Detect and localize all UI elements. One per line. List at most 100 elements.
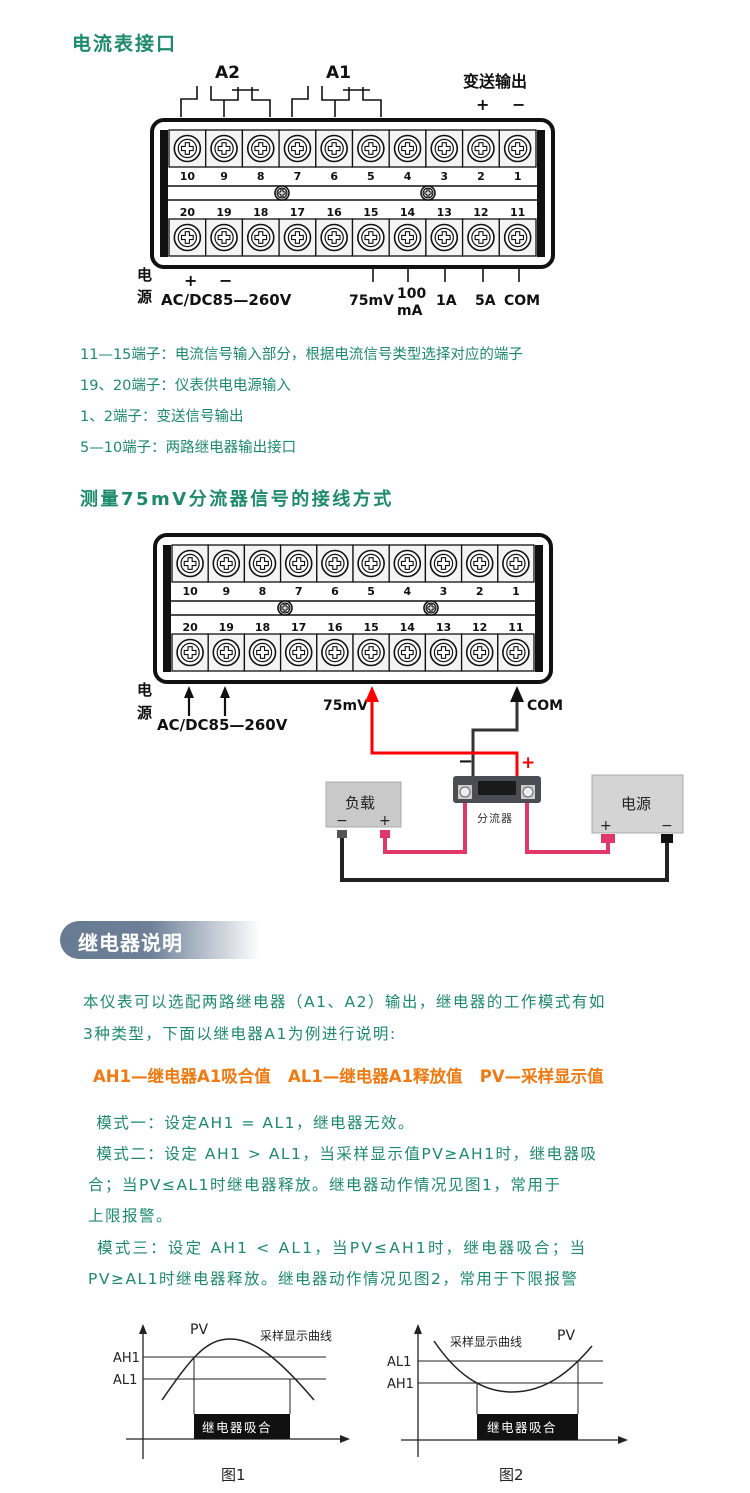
arrow-up-icon bbox=[510, 686, 524, 702]
arrow-up-icon bbox=[365, 686, 379, 702]
terminal-number: 9 bbox=[220, 170, 228, 183]
screw-icon bbox=[393, 638, 422, 667]
screw-icon bbox=[393, 134, 422, 163]
screw-icon bbox=[248, 638, 277, 667]
mode-line: PV≥AL1时继电器释放。继电器动作情况见图2，常用于下限报警 bbox=[88, 1270, 579, 1288]
load-label: 负载 bbox=[345, 794, 375, 812]
fig1-relay-on-label: 继电器吸合 bbox=[202, 1420, 272, 1435]
wire-shunt-positive bbox=[370, 700, 519, 776]
terminal-number: 5 bbox=[367, 585, 375, 598]
screw-icon bbox=[357, 134, 385, 163]
load-plus: + bbox=[379, 813, 391, 829]
figure-2 bbox=[401, 1324, 628, 1457]
terminal-number: 5 bbox=[367, 170, 375, 183]
relay-a1-symbol bbox=[291, 86, 382, 117]
supply-label: 电源 bbox=[621, 795, 651, 813]
intro-line: 3种类型，下面以继电器A1为例进行说明: bbox=[83, 1025, 397, 1043]
power-label-char: 电 bbox=[137, 681, 152, 699]
screw-icon bbox=[176, 549, 204, 578]
terminal-number: 18 bbox=[253, 206, 268, 219]
terminal-number: 18 bbox=[255, 621, 270, 634]
mode-line: 合；当PV≤AL1时继电器释放。继电器动作情况见图1，常用于 bbox=[88, 1176, 562, 1194]
terminal-number: 1 bbox=[512, 585, 520, 598]
screw-icon bbox=[173, 134, 202, 163]
screw-icon bbox=[502, 638, 530, 667]
input-label-1a: 1A bbox=[436, 293, 457, 309]
screw-icon bbox=[503, 134, 532, 163]
terminal-number: 16 bbox=[327, 621, 343, 634]
fig1-pv-label: PV bbox=[190, 1322, 208, 1338]
mounting-screw-icon bbox=[420, 185, 436, 201]
description-line: 5—10端子：两路继电器输出接口 bbox=[80, 440, 297, 456]
mode-line: 模式三：设定 AH1 < AL1，当PV≤AH1时，继电器吸合；当 bbox=[90, 1239, 588, 1257]
arrow-up-icon bbox=[184, 686, 194, 698]
fig2-curve-label: 采样显示曲线 bbox=[450, 1334, 522, 1349]
screw-icon bbox=[283, 134, 312, 163]
screw-icon bbox=[429, 549, 458, 578]
screw-icon bbox=[503, 223, 532, 252]
screw-icon bbox=[465, 638, 494, 667]
input-label-75mv: 75mV bbox=[349, 293, 394, 309]
screw-icon bbox=[212, 638, 241, 667]
screw-icon bbox=[429, 638, 458, 667]
shunt bbox=[453, 776, 541, 803]
wire-shunt-to-supply bbox=[525, 803, 610, 854]
shunt-minus: − bbox=[458, 751, 473, 772]
shunt-label: 分流器 bbox=[477, 811, 513, 825]
terminal-number: 7 bbox=[294, 170, 302, 183]
terminal-number: 17 bbox=[291, 621, 306, 634]
power-voltage: AC/DC85—260V bbox=[161, 291, 292, 309]
terminal-number: 19 bbox=[219, 621, 234, 634]
housing-bar bbox=[163, 545, 171, 672]
terminal-number: 2 bbox=[476, 585, 484, 598]
terminal-number: 20 bbox=[180, 206, 196, 219]
terminal-number: 19 bbox=[216, 206, 231, 219]
label-75mv: 75mV bbox=[323, 698, 368, 714]
screw-icon bbox=[210, 134, 238, 163]
arrow-up-icon bbox=[220, 686, 230, 698]
screw-icon bbox=[284, 549, 313, 578]
input-label-100ma: 100 bbox=[397, 286, 426, 302]
input-label-100ma-unit: mA bbox=[397, 303, 423, 319]
mounting-screw-icon bbox=[277, 600, 293, 616]
power-minus: − bbox=[219, 271, 232, 290]
terminal-number: 7 bbox=[295, 585, 303, 598]
transmit-plus: + bbox=[476, 95, 489, 114]
fig1-caption: 图1 bbox=[221, 1466, 246, 1484]
screw-icon bbox=[467, 223, 495, 252]
terminal-number: 16 bbox=[326, 206, 342, 219]
terminal-number: 8 bbox=[259, 585, 267, 598]
wire-load-to-shunt bbox=[383, 803, 467, 854]
terminal-number: 17 bbox=[290, 206, 305, 219]
terminal-number: 6 bbox=[330, 170, 338, 183]
screw-icon bbox=[393, 223, 422, 252]
power-voltage: AC/DC85—260V bbox=[157, 716, 288, 734]
terminal-number: 8 bbox=[257, 170, 265, 183]
terminal-number: 20 bbox=[182, 621, 198, 634]
supply-plus: + bbox=[600, 818, 612, 834]
screw-icon bbox=[246, 223, 275, 252]
screw-icon bbox=[321, 638, 349, 667]
terminal-number: 1 bbox=[514, 170, 522, 183]
terminal-number: 12 bbox=[472, 621, 487, 634]
mode-line: 模式一：设定AH1 = AL1，继电器无效。 bbox=[90, 1114, 415, 1132]
terminal-number: 2 bbox=[477, 170, 485, 183]
legend-line: AH1—继电器A1吸合值 AL1—继电器A1释放值 PV—采样显示值 bbox=[93, 1067, 604, 1086]
banner-title: 继电器说明 bbox=[78, 931, 183, 955]
fig2-caption: 图2 bbox=[499, 1466, 524, 1484]
screw-icon bbox=[393, 549, 422, 578]
transmit-minus: − bbox=[512, 95, 525, 114]
relay-a1-label: A1 bbox=[326, 63, 351, 83]
wire-shunt-negative bbox=[471, 700, 519, 776]
supply-minus: − bbox=[661, 818, 673, 834]
terminal-number: 11 bbox=[508, 621, 523, 634]
terminal-number: 4 bbox=[404, 170, 412, 183]
terminal-number: 3 bbox=[440, 585, 448, 598]
terminal-number: 13 bbox=[436, 621, 451, 634]
fig2-ah1-label: AH1 bbox=[387, 1377, 414, 1392]
screw-icon bbox=[283, 223, 312, 252]
power-plus: + bbox=[184, 271, 197, 290]
power-label-char: 源 bbox=[137, 704, 152, 722]
